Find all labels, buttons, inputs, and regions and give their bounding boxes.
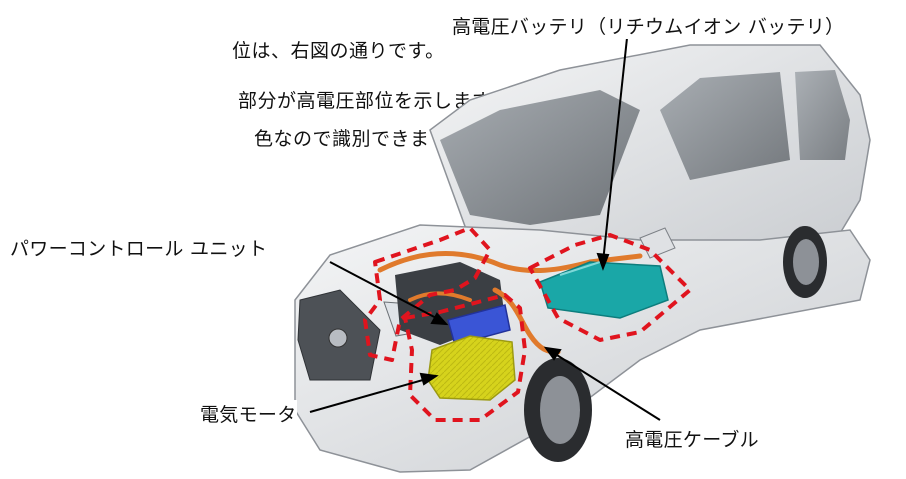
label-battery: 高電圧バッテリ（リチウムイオン バッテリ） [452,12,845,39]
motor-arrow-icon [419,372,439,386]
label-power-control-unit: パワーコントロール ユニット [10,234,268,261]
electric-motor [427,335,516,401]
high-voltage-outline [363,226,692,422]
pcu-leader-line [329,261,441,321]
emblem-icon [328,328,348,348]
label-high-voltage-cable: 高電圧ケーブル [625,425,759,452]
callout-lines [309,37,661,421]
battery-leader-line [602,37,628,263]
rear-wheel [783,226,827,298]
battery-pack [539,261,669,319]
intro-line-2: 部分が高電圧部位を示します。 [238,90,510,112]
pcu-arrow-icon [430,312,449,326]
power-control-unit [447,304,511,346]
intro-line-1: 位は、右図の通りです。 [232,40,445,62]
label-electric-motor: 電気モータ [200,400,297,427]
front-wheel [524,358,592,462]
intro-line-3: 色なので識別できます。 [254,128,467,150]
motor-leader-line [309,377,431,413]
cable-leader-line [551,351,661,421]
battery-arrow-icon [596,252,610,271]
cable-arrow-icon [543,346,562,361]
